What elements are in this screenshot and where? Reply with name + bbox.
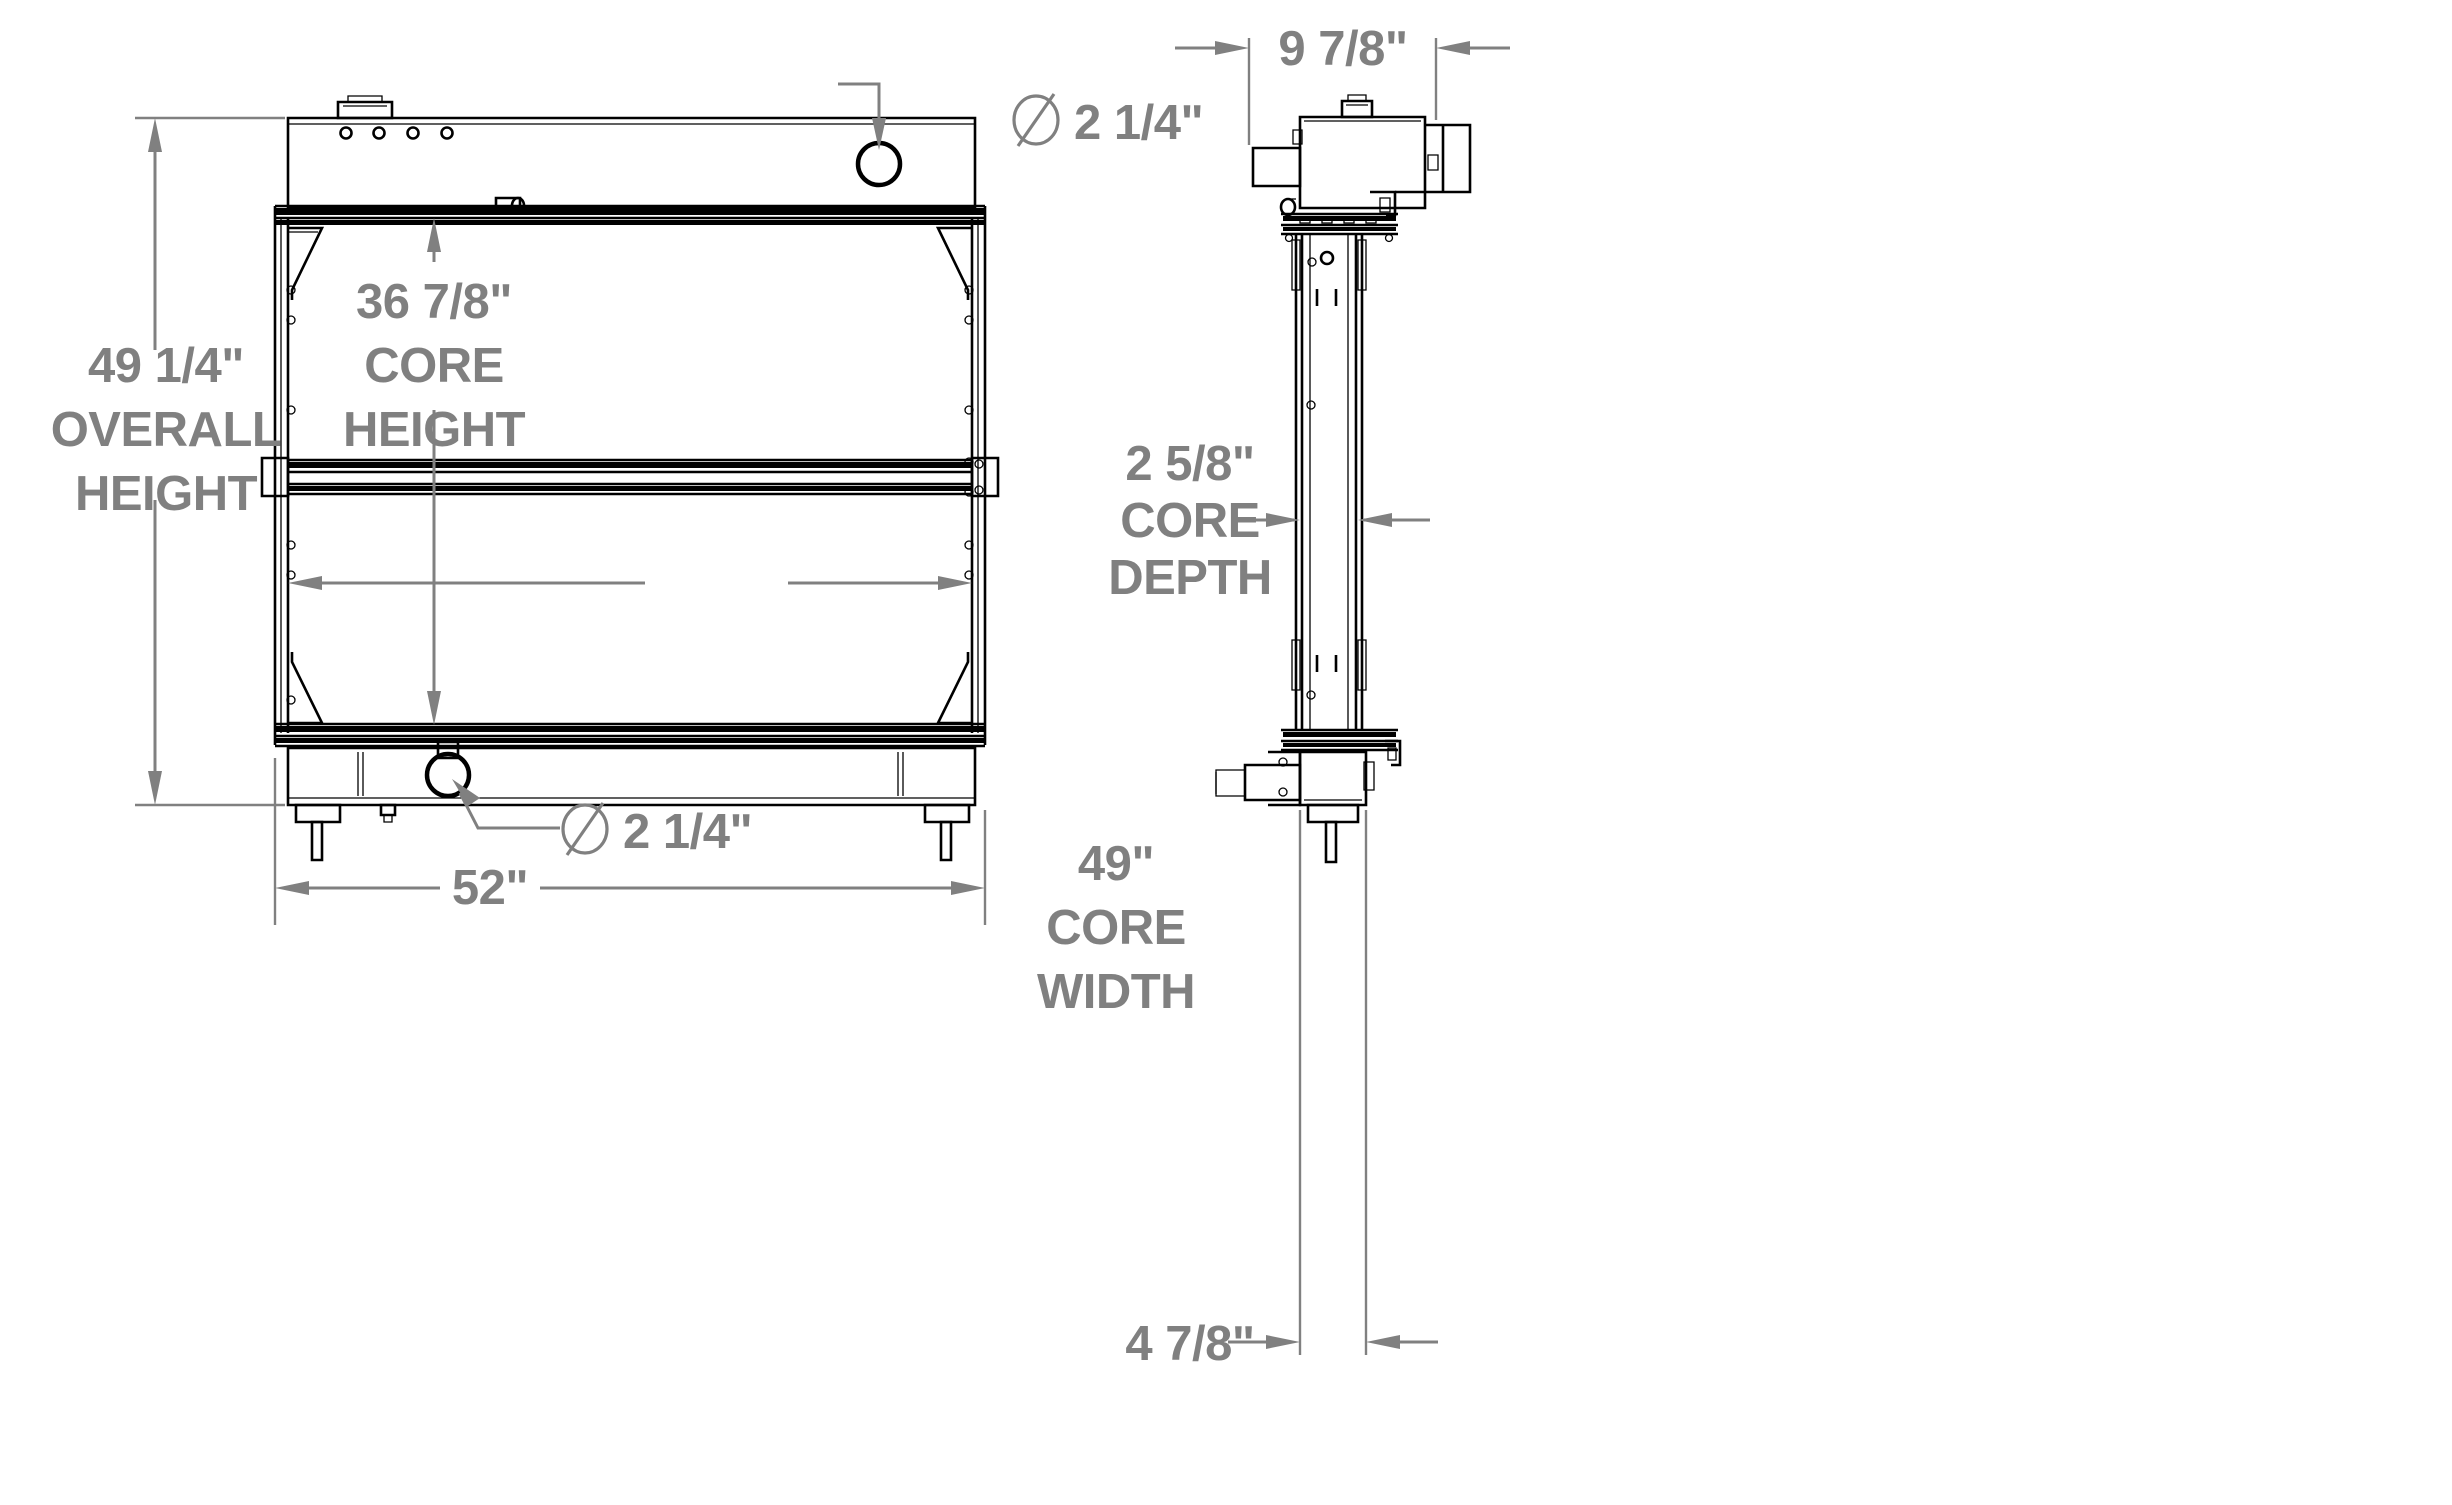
diameter-symbol-bottom — [561, 802, 609, 856]
diameter-symbol-top — [1012, 93, 1060, 147]
side-overall-width-value: 9 7/8" — [1278, 22, 1407, 76]
overall-height-line2: OVERALL — [51, 403, 282, 457]
overall-width-value: 52" — [452, 861, 528, 915]
inlet-bottom-dim-label: 2 1/4" — [623, 805, 752, 859]
core-height-line3: HEIGHT — [343, 403, 526, 457]
core-width-line2: CORE — [1046, 901, 1186, 955]
front-view-dimensions — [135, 82, 987, 925]
overall-height-value: 49 1/4" — [88, 339, 244, 393]
core-depth-line2: CORE — [1120, 494, 1260, 548]
inlet-top-dim-label: 2 1/4" — [1074, 96, 1203, 150]
core-width-line3: WIDTH — [1037, 965, 1195, 1019]
core-height-value: 36 7/8" — [356, 275, 512, 329]
core-width-value: 49" — [1078, 837, 1154, 891]
core-depth-value: 2 5/8" — [1125, 437, 1254, 491]
bottom-tank-depth-value: 4 7/8" — [1125, 1317, 1254, 1371]
side-view-geometry — [1215, 94, 1472, 864]
overall-height-line3: HEIGHT — [75, 467, 258, 521]
core-depth-line3: DEPTH — [1108, 551, 1272, 605]
front-view-geometry — [260, 95, 1000, 862]
side-view-dimensions — [1175, 38, 1510, 1355]
core-height-line2: CORE — [364, 339, 504, 393]
